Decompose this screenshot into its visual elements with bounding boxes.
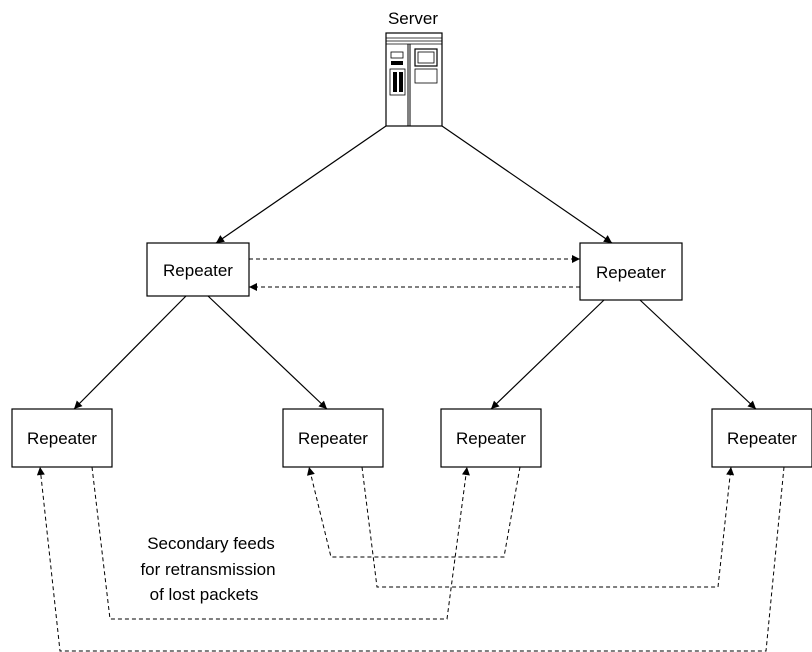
feed-server-to-right xyxy=(441,125,613,244)
repeater-right: Repeater xyxy=(579,242,683,301)
feed-server-to-left xyxy=(215,125,387,244)
repeater-left-label: Repeater xyxy=(163,261,233,280)
repeater-right-label: Repeater xyxy=(596,263,666,282)
repeater-leaf-3-label: Repeater xyxy=(456,429,526,448)
feed-right-to-leaf-3 xyxy=(490,299,605,410)
secondary-feed-leaf-2-to-leaf-4 xyxy=(361,466,735,588)
secondary-feeds-caption: Secondary feeds for retransmission of lo… xyxy=(140,534,275,604)
repeater-left: Repeater xyxy=(146,242,250,297)
repeater-leaf-4-label: Repeater xyxy=(727,429,797,448)
repeater-leaf-2-label: Repeater xyxy=(298,429,368,448)
secondary-feed-leaf-3-to-leaf-2 xyxy=(307,466,521,558)
feed-left-to-leaf-2 xyxy=(207,295,328,410)
caption-line-3: of lost packets xyxy=(150,585,259,604)
server-icon xyxy=(385,32,443,127)
repeater-leaf-4: Repeater xyxy=(711,408,812,468)
caption-line-1: Secondary feeds xyxy=(147,534,275,553)
repeater-leaf-1: Repeater xyxy=(11,408,113,468)
secondary-feed-leaf-4-to-leaf-1 xyxy=(36,466,785,652)
server-label: Server xyxy=(388,9,438,28)
feed-right-to-leaf-4 xyxy=(639,299,757,410)
feed-left-to-leaf-1 xyxy=(73,295,187,410)
repeater-leaf-1-label: Repeater xyxy=(27,429,97,448)
caption-line-2: for retransmission xyxy=(140,560,275,579)
repeater-leaf-3: Repeater xyxy=(440,408,542,468)
repeater-leaf-2: Repeater xyxy=(282,408,384,468)
